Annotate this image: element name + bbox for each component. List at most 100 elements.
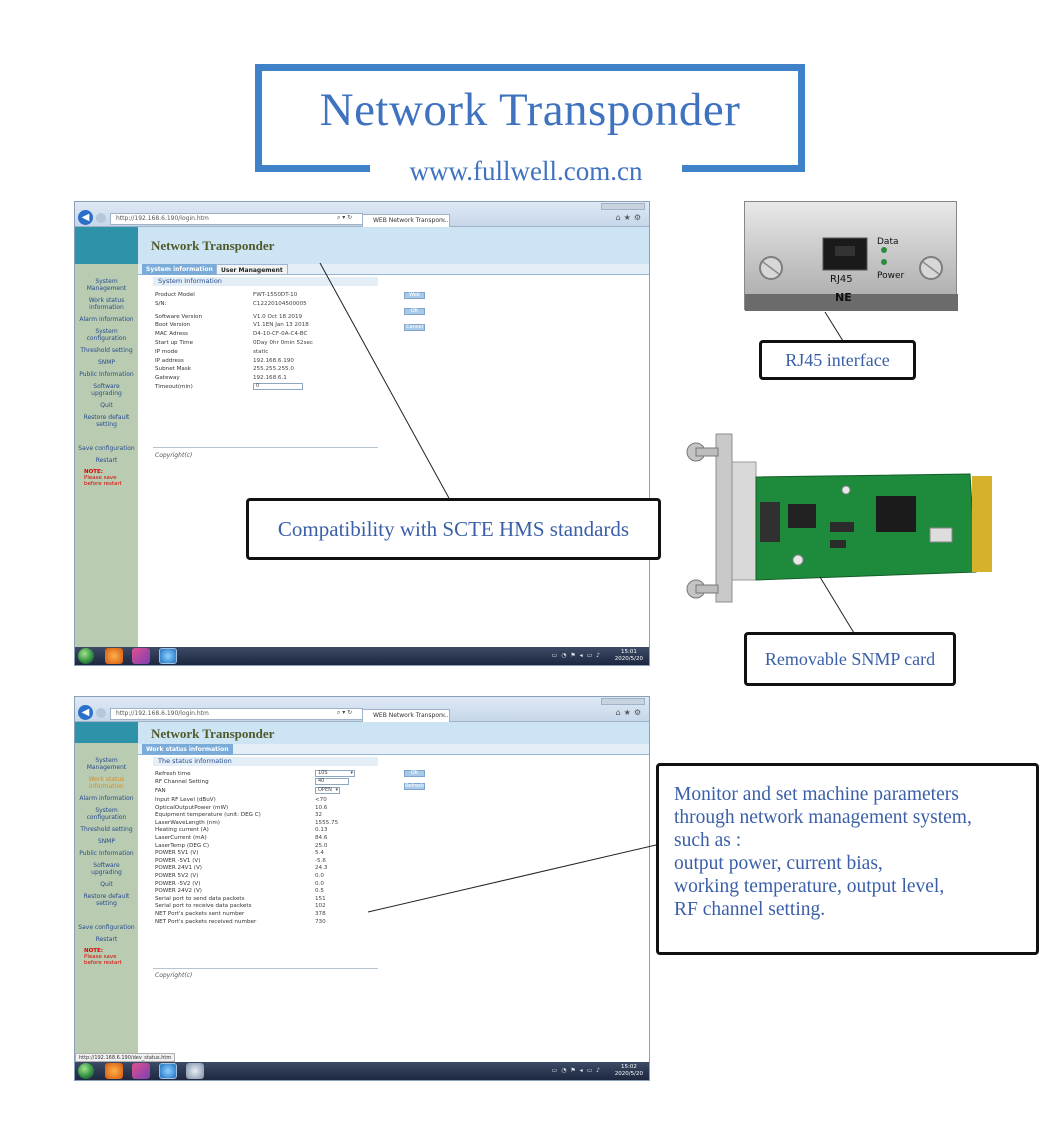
tab-work-status-information[interactable]: Work status information — [142, 744, 233, 755]
sidebar-item-work-status[interactable]: Work status information — [88, 297, 125, 311]
ok-button[interactable]: OK — [404, 308, 425, 315]
row-value: 378 — [315, 911, 326, 917]
sidebar-item-restart[interactable]: Restart — [95, 936, 118, 943]
sidebar-item-system-management[interactable]: System Management — [86, 757, 127, 771]
sidebar-item-quit[interactable]: Quit — [100, 402, 113, 409]
web-button[interactable]: Web — [404, 292, 425, 299]
sidebar-item-alarm[interactable]: Alarm information — [79, 795, 134, 802]
status-bar-url: http://192.168.6.190/dev_status.htm — [75, 1053, 176, 1062]
firefox-icon[interactable] — [105, 1063, 123, 1079]
search-refresh-icon[interactable]: ⌕ ▾ ↻ — [337, 214, 353, 221]
rf-channel-input[interactable]: 40 — [315, 778, 349, 785]
sidebar-item-public-info[interactable]: Public Information — [79, 850, 134, 857]
refresh-label: Refresh time — [155, 771, 191, 777]
logo-strip — [75, 722, 138, 743]
system-tray-icons[interactable]: ▭ ◔ ⚑ ◂ ▭ ♪ — [551, 652, 601, 659]
power-label: Power — [877, 271, 905, 281]
sidebar-item-restore-default[interactable]: Restore default setting — [83, 414, 130, 428]
system-tray-icons[interactable]: ▭ ◔ ⚑ ◂ ▭ ♪ — [551, 1067, 601, 1074]
row-label: NET Port's packets sent number — [155, 911, 245, 917]
ok-button[interactable]: OK — [404, 770, 425, 777]
fan-label: FAN — [155, 788, 166, 794]
sidebar-item-quit[interactable]: Quit — [100, 881, 113, 888]
media-app-icon[interactable] — [132, 1063, 150, 1079]
browser-tab[interactable]: WEB Network Transpon...× — [362, 214, 450, 227]
address-bar[interactable]: http://192.168.6.190/login.htm — [110, 708, 363, 720]
gold-edge-connector — [972, 476, 992, 572]
internet-explorer-icon[interactable] — [159, 1063, 177, 1079]
sidebar-item-system-config[interactable]: System configuration — [86, 328, 127, 342]
forward-arrow-icon[interactable] — [96, 213, 106, 223]
sidebar-item-software-upgrade[interactable]: Software upgrading — [91, 383, 122, 397]
sidebar-item-software-upgrade[interactable]: Software upgrading — [91, 862, 122, 876]
close-icon[interactable]: × — [440, 217, 446, 224]
start-button-icon[interactable] — [78, 648, 94, 664]
tool-app-icon[interactable] — [186, 1063, 204, 1079]
tab-bar: System information User Management — [138, 264, 649, 275]
row-value: 10.6 — [315, 804, 328, 811]
browser-chrome: ◀ http://192.168.6.190/login.htm ⌕ ▾ ↻ W… — [75, 697, 649, 722]
refresh-button[interactable]: Refresh — [404, 783, 425, 790]
home-star-gear-icons[interactable]: ⌂★⚙ — [615, 213, 644, 222]
power-led-icon — [881, 259, 887, 265]
firefox-icon[interactable] — [105, 648, 123, 664]
back-arrow-icon[interactable]: ◀ — [78, 705, 93, 720]
row-label: POWER 24V2 (V) — [155, 888, 202, 895]
refresh-time-select[interactable]: 10S — [315, 770, 355, 777]
note-text: Please save before restart — [84, 475, 122, 487]
sidebar-item-system-management[interactable]: System Management — [86, 278, 127, 292]
sidebar-item-system-config[interactable]: System configuration — [86, 807, 127, 821]
sidebar-item-public-info[interactable]: Public Information — [79, 371, 134, 378]
sidebar-item-snmp[interactable]: SNMP — [97, 359, 116, 366]
taskbar-clock[interactable]: 15:02 2020/5/20 — [615, 1064, 643, 1078]
timeout-input[interactable]: 0 — [253, 383, 303, 390]
tab-user-management[interactable]: User Management — [216, 264, 288, 275]
taskbar-clock[interactable]: 15:01 2020/5/20 — [615, 649, 643, 663]
back-arrow-icon[interactable]: ◀ — [78, 210, 93, 225]
sidebar-item-threshold[interactable]: Threshold setting — [80, 347, 133, 354]
address-bar[interactable]: http://192.168.6.190/login.htm — [110, 213, 363, 225]
fan-select[interactable]: OPEN — [315, 787, 340, 794]
connector-block — [760, 502, 780, 542]
row-value: 32 — [315, 812, 323, 819]
row-value: 102 — [315, 903, 326, 910]
window-controls[interactable] — [601, 203, 645, 210]
sidebar-item-threshold[interactable]: Threshold setting — [80, 826, 133, 833]
browser-tab-title: WEB Network Transpon... — [373, 712, 449, 719]
row-label: POWER 5V2 (V) — [155, 873, 199, 879]
transformer-chip — [788, 504, 816, 528]
faceplate-bottom-edge — [745, 294, 958, 311]
sidebar-item-alarm[interactable]: Alarm information — [79, 316, 134, 323]
divider — [153, 447, 378, 448]
home-star-gear-icons[interactable]: ⌂★⚙ — [615, 708, 644, 717]
sidebar-item-restart[interactable]: Restart — [95, 457, 118, 464]
sidebar-item-save-config[interactable]: Save configuration — [78, 445, 135, 452]
sidebar-nav: System Management Work status informatio… — [75, 722, 138, 1054]
sidebar-item-restore-default[interactable]: Restore default setting — [83, 893, 130, 907]
copyright: Copyright(c) — [155, 452, 193, 459]
browser-tab[interactable]: WEB Network Transpon...× — [362, 709, 450, 722]
banner-url-wrap: www.fullwell.com.cn — [370, 151, 682, 191]
sidebar-item-snmp[interactable]: SNMP — [97, 838, 116, 845]
row-label: Start up Time — [155, 340, 194, 346]
data-label: Data — [877, 237, 899, 247]
note-title: NOTE: — [84, 469, 103, 475]
close-icon[interactable]: × — [440, 712, 446, 719]
sidebar-item-work-status[interactable]: Work status information — [88, 776, 125, 790]
sidebar-item-save-config[interactable]: Save configuration — [78, 924, 135, 931]
start-button-icon[interactable] — [78, 1063, 94, 1079]
row-label: NET Port's packets received number — [155, 918, 257, 925]
table-row: POWER -5V1 (V)-5.6 — [155, 857, 385, 865]
window-controls[interactable] — [601, 698, 645, 705]
row-label: IP address — [155, 357, 184, 364]
internet-explorer-icon[interactable] — [159, 648, 177, 664]
forward-arrow-icon[interactable] — [96, 708, 106, 718]
tab-system-information[interactable]: System information — [142, 264, 217, 275]
cancel-button[interactable]: Cancel — [404, 324, 425, 331]
row-label: POWER 24V1 (V) — [155, 865, 202, 872]
content-area: The status information Refresh time 10S … — [138, 755, 649, 1055]
media-app-icon[interactable] — [132, 648, 150, 664]
row-value: 192.168.6.190 — [253, 357, 294, 364]
search-refresh-icon[interactable]: ⌕ ▾ ↻ — [337, 709, 353, 716]
